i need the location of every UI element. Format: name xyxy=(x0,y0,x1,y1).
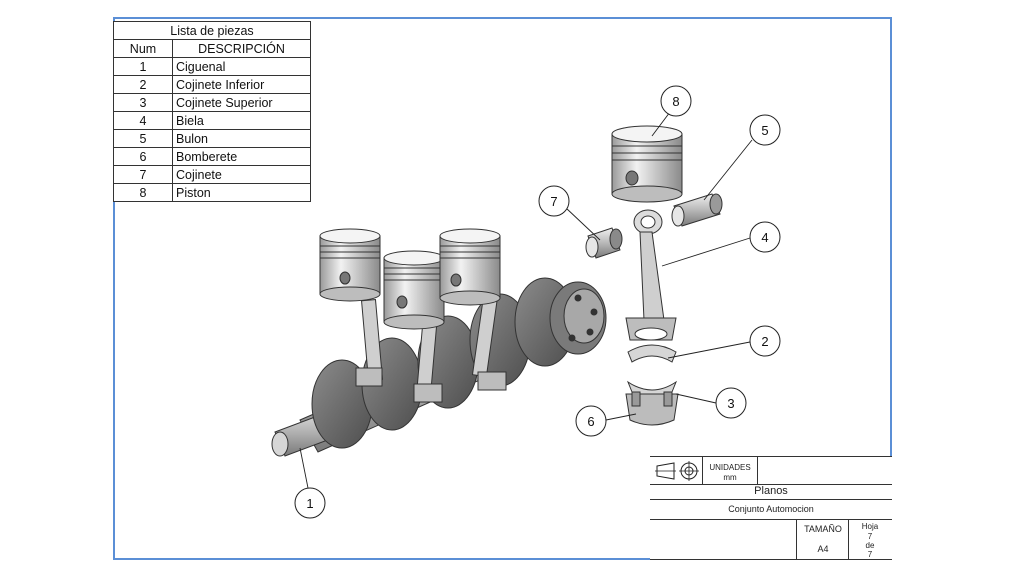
sheet-label: Hoja xyxy=(861,522,879,531)
part-num: 1 xyxy=(113,57,173,76)
part-num: 6 xyxy=(113,147,173,166)
callout-8: 8 xyxy=(660,85,692,117)
parts-table-caption: Lista de piezas xyxy=(113,21,311,40)
callout-7: 7 xyxy=(538,185,570,217)
sheet-of: de xyxy=(865,541,875,550)
sheet-cell: Hoja 7 de 7 xyxy=(848,520,892,560)
sheet-total: 7 xyxy=(867,550,873,559)
part-description: Bomberete xyxy=(172,147,311,166)
callout-5: 5 xyxy=(749,114,781,146)
part-description: Piston xyxy=(172,183,311,202)
title-block-title-row: Planos xyxy=(650,484,892,499)
exploded-piston xyxy=(611,125,683,203)
part-description: Biela xyxy=(172,111,311,130)
part-description: Bulon xyxy=(172,129,311,148)
callout-2: 2 xyxy=(749,325,781,357)
callout-3-label: 3 xyxy=(727,396,734,411)
parts-table-caption-row: Lista de piezas xyxy=(113,21,311,40)
sheet-number: 7 xyxy=(867,532,873,541)
part-num: 2 xyxy=(113,75,173,94)
table-row: 4 Biela xyxy=(113,111,311,130)
title-block-size-row: TAMAÑO A4 Hoja 7 de 7 xyxy=(650,519,892,560)
callout-1: 1 xyxy=(294,487,326,519)
exploded-lower-bearing xyxy=(627,344,677,363)
callout-4: 4 xyxy=(749,221,781,253)
piston-assembly-2 xyxy=(383,250,445,403)
drawing-title: Planos xyxy=(754,485,788,497)
callout-5-label: 5 xyxy=(761,123,768,138)
callout-7-label: 7 xyxy=(550,194,557,209)
leader-lines xyxy=(299,111,753,489)
piston-assembly-1 xyxy=(319,228,384,387)
title-block-subtitle-row: Conjunto Automocion xyxy=(650,499,892,519)
table-row: 7 Cojinete xyxy=(113,165,311,184)
callout-1-label: 1 xyxy=(306,496,313,511)
title-block-units-row: UNIDADES mm xyxy=(650,456,892,485)
part-num: 5 xyxy=(113,129,173,148)
exploded-small-bushing xyxy=(585,227,623,259)
callout-6: 6 xyxy=(575,405,607,437)
part-description: Cojinete Superior xyxy=(172,93,311,112)
callout-2-label: 2 xyxy=(761,334,768,349)
projection-symbol-icon xyxy=(655,461,699,481)
parts-list-table: Lista de piezas Num DESCRIPCIÓN 1 Ciguen… xyxy=(113,21,311,202)
callout-6-label: 6 xyxy=(587,414,594,429)
part-num: 7 xyxy=(113,165,173,184)
table-row: 3 Cojinete Superior xyxy=(113,93,311,112)
part-description: Ciguenal xyxy=(172,57,311,76)
units-value: mm xyxy=(723,473,737,482)
table-row: 8 Piston xyxy=(113,183,311,202)
title-block: UNIDADES mm Planos Conjunto Automocion T… xyxy=(650,456,892,560)
piston-assembly-3 xyxy=(439,228,507,391)
column-header-num: Num xyxy=(113,39,173,58)
table-row: 2 Cojinete Inferior xyxy=(113,75,311,94)
size-label: TAMAÑO xyxy=(804,524,842,534)
units-cell: UNIDADES mm xyxy=(702,457,758,485)
part-num: 8 xyxy=(113,183,173,202)
units-label: UNIDADES xyxy=(709,463,751,472)
callout-4-label: 4 xyxy=(761,230,768,245)
exploded-connecting-rod xyxy=(625,209,677,341)
callout-3: 3 xyxy=(715,387,747,419)
size-value: A4 xyxy=(817,544,829,554)
part-num: 4 xyxy=(113,111,173,130)
table-row: 6 Bomberete xyxy=(113,147,311,166)
exploded-bearing-cap xyxy=(625,391,679,426)
part-description: Cojinete xyxy=(172,165,311,184)
table-row: 5 Bulon xyxy=(113,129,311,148)
callout-8-label: 8 xyxy=(672,94,679,109)
size-cell: TAMAÑO A4 xyxy=(796,520,848,560)
drawing-subtitle: Conjunto Automocion xyxy=(728,504,814,514)
part-num: 3 xyxy=(113,93,173,112)
table-row: 1 Ciguenal xyxy=(113,57,311,76)
part-description: Cojinete Inferior xyxy=(172,75,311,94)
parts-table-header-row: Num DESCRIPCIÓN xyxy=(113,39,311,58)
exploded-piston-pin xyxy=(671,193,723,227)
column-header-description: DESCRIPCIÓN xyxy=(172,39,311,58)
